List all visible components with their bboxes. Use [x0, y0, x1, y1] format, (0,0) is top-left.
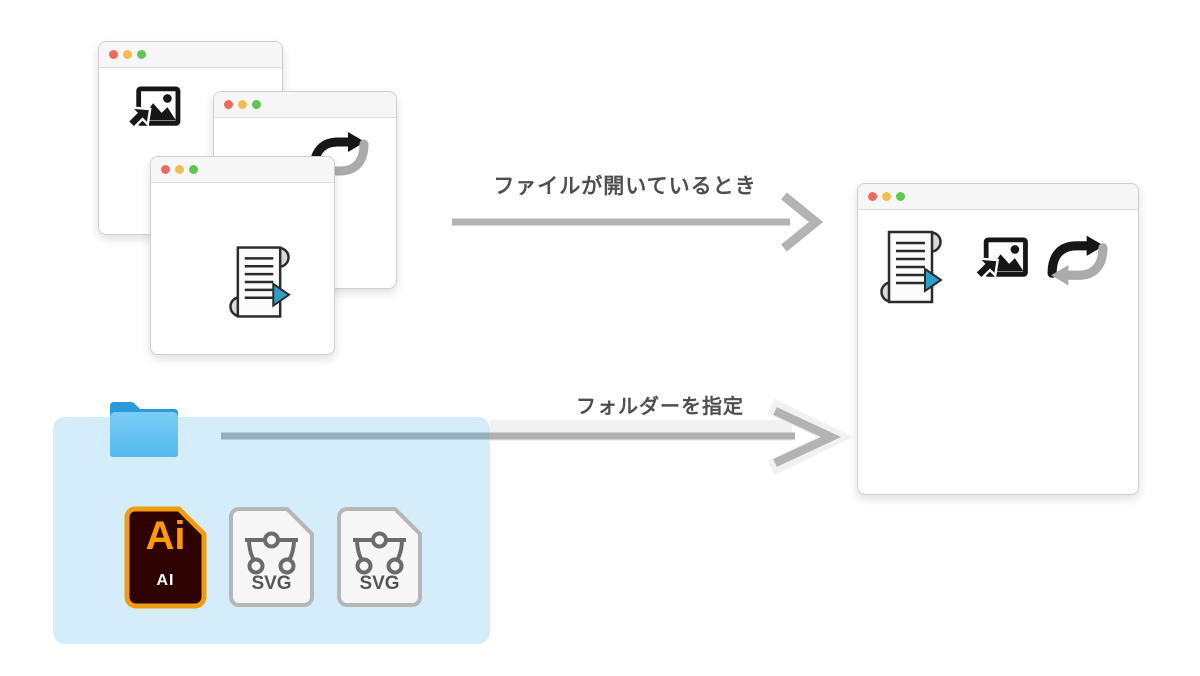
- folder-icon: [110, 402, 178, 457]
- image-import-icon: [125, 86, 181, 130]
- bezier-curve-icon: [245, 531, 298, 575]
- minimize-button-icon: [882, 192, 891, 201]
- close-button-icon: [224, 100, 233, 109]
- svg-file-shape: [229, 507, 314, 607]
- ai-file-shape: [124, 506, 207, 609]
- close-button-icon: [109, 50, 118, 59]
- bezier-curve-icon: [353, 531, 406, 575]
- close-button-icon: [868, 192, 877, 201]
- svg-file-icon: SVG: [229, 507, 314, 608]
- svg-file-icon: SVG: [337, 507, 422, 608]
- svg-file-type-label: SVG: [251, 573, 292, 594]
- minimize-button-icon: [175, 165, 184, 174]
- svg-file-type-label: SVG: [359, 573, 400, 594]
- zoom-button-icon: [137, 50, 146, 59]
- script-icon: [229, 246, 291, 318]
- result-window: [857, 183, 1139, 495]
- window-titlebar: [858, 184, 1138, 210]
- minimize-button-icon: [123, 50, 132, 59]
- app-window-front: [150, 156, 335, 355]
- arrow-label-files-open: ファイルが開いているとき: [493, 175, 757, 198]
- window-titlebar: [214, 92, 396, 118]
- window-titlebar: [151, 157, 334, 183]
- image-import-icon: [973, 237, 1028, 281]
- ai-file-icon: Ai AI: [124, 506, 207, 609]
- close-button-icon: [161, 165, 170, 174]
- ai-file-type-label: AI: [156, 572, 175, 589]
- repeat-icon: [1047, 235, 1108, 286]
- zoom-button-icon: [252, 100, 261, 109]
- script-icon: [880, 230, 943, 304]
- arrow-label-specify-folder: フォルダーを指定: [576, 396, 744, 418]
- arrow-specify-folder: [221, 398, 854, 476]
- arrow-files-open: [452, 192, 824, 252]
- zoom-button-icon: [189, 165, 198, 174]
- ai-file-logo-text: Ai: [145, 514, 186, 558]
- window-titlebar: [99, 42, 282, 68]
- zoom-button-icon: [896, 192, 905, 201]
- minimize-button-icon: [238, 100, 247, 109]
- svg-file-shape: [337, 507, 422, 607]
